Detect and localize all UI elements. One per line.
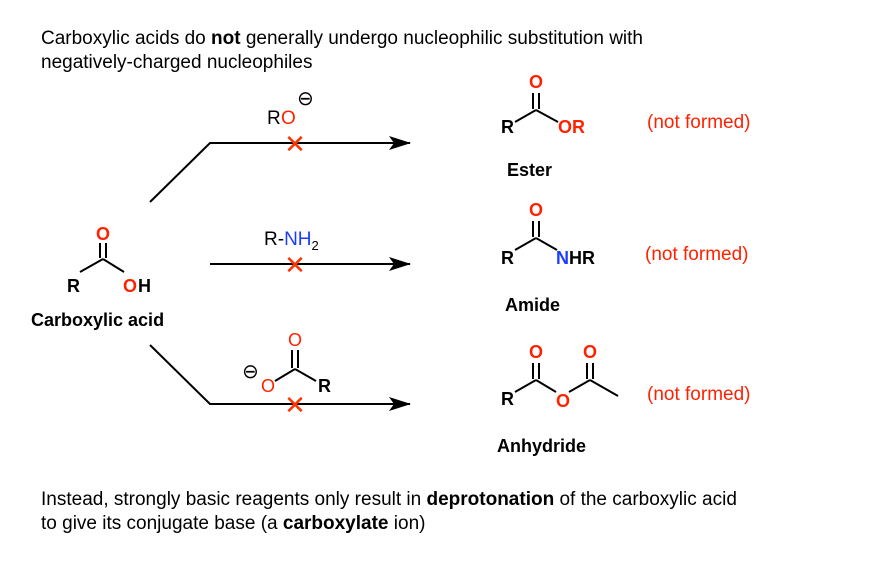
atom-o-carbonyl: O [583, 342, 597, 362]
bond [274, 368, 296, 382]
intro-text: generally undergo nucleophilic substitut… [240, 28, 643, 49]
bond [79, 258, 104, 273]
reagent-r: R [318, 376, 331, 396]
outro-line-2: to give its conjugate base (a carboxylat… [41, 513, 425, 535]
intro-emphasis: not [211, 28, 241, 49]
blocked-cross-icon: ✕ [284, 250, 306, 280]
bond [102, 258, 125, 273]
atom-o-carbonyl: O [529, 200, 543, 220]
product-anhydride: O O O R Anhydride (not formed) [497, 342, 750, 456]
bond [514, 379, 537, 393]
atom-or: OR [558, 117, 585, 137]
outro-text: to give its conjugate base (a [41, 513, 283, 534]
anhydride-label: Anhydride [497, 436, 586, 456]
atom-o-carbonyl: O [529, 342, 543, 362]
bond [514, 109, 537, 123]
bond [535, 379, 557, 393]
bond [535, 237, 558, 251]
reagent-amine: R-NH2 [264, 229, 319, 253]
arrow-to-anhydride [149, 344, 411, 411]
outro-emphasis: deprotonation [426, 489, 555, 510]
bond [535, 109, 559, 123]
negative-charge-icon: ⊖ [242, 361, 259, 383]
intro-text: Carboxylic acids do [41, 28, 212, 49]
atom-nhr: NHR [556, 248, 595, 268]
reagent-o: O [281, 108, 296, 129]
amide-label: Amide [505, 295, 560, 315]
atom-r: R [501, 117, 514, 137]
bond [568, 379, 591, 393]
intro-line-2: negatively-charged nucleophiles [41, 52, 313, 73]
blocked-cross-icon: ✕ [284, 390, 306, 420]
outro-emphasis: carboxylate [282, 513, 389, 534]
reagent-carboxylate: O O ⊖ R [242, 330, 331, 396]
atom-o-bridge: O [556, 391, 570, 411]
carboxylic-acid-structure: O R O H Carboxylic acid [31, 224, 164, 330]
atom-o-carbonyl: O [96, 224, 110, 244]
bond [589, 379, 619, 397]
bond [294, 368, 317, 382]
reagent-r: R [267, 108, 281, 129]
atom-o-hydroxyl: O [123, 276, 137, 296]
atom-r: R [501, 389, 514, 409]
atom-h: H [138, 276, 151, 296]
reagent-alkoxide: R O ⊖ [267, 88, 314, 129]
intro-line-1: Carboxylic acids do not generally underg… [41, 28, 643, 50]
reagent-r: R-NH2 [264, 229, 319, 253]
reaction-arrows [149, 136, 411, 411]
outro-text: of the carboxylic acid [554, 489, 737, 510]
carboxylic-acid-label: Carboxylic acid [31, 310, 164, 330]
product-ester: O R OR Ester (not formed) [501, 72, 750, 180]
product-amide: O R NHR Amide (not formed) [501, 200, 748, 315]
not-formed-note: (not formed) [647, 384, 750, 405]
atom-o-carbonyl: O [529, 72, 543, 92]
atom-r: R [501, 248, 514, 268]
outro-text: ion) [388, 513, 426, 534]
not-formed-note: (not formed) [645, 244, 748, 265]
blocked-cross-icon: ✕ [284, 129, 306, 159]
reagent-o-top: O [288, 330, 302, 350]
ester-label: Ester [507, 160, 552, 180]
reagent-o-negative: O [261, 376, 275, 396]
outro-line-1: Instead, strongly basic reagents only re… [41, 489, 737, 511]
atom-r: R [67, 276, 80, 296]
outro-text: Instead, strongly basic reagents only re… [41, 489, 427, 510]
not-formed-note: (not formed) [647, 112, 750, 133]
negative-charge-icon: ⊖ [297, 88, 314, 110]
arrow-to-ester [149, 136, 411, 203]
bond [514, 237, 537, 251]
